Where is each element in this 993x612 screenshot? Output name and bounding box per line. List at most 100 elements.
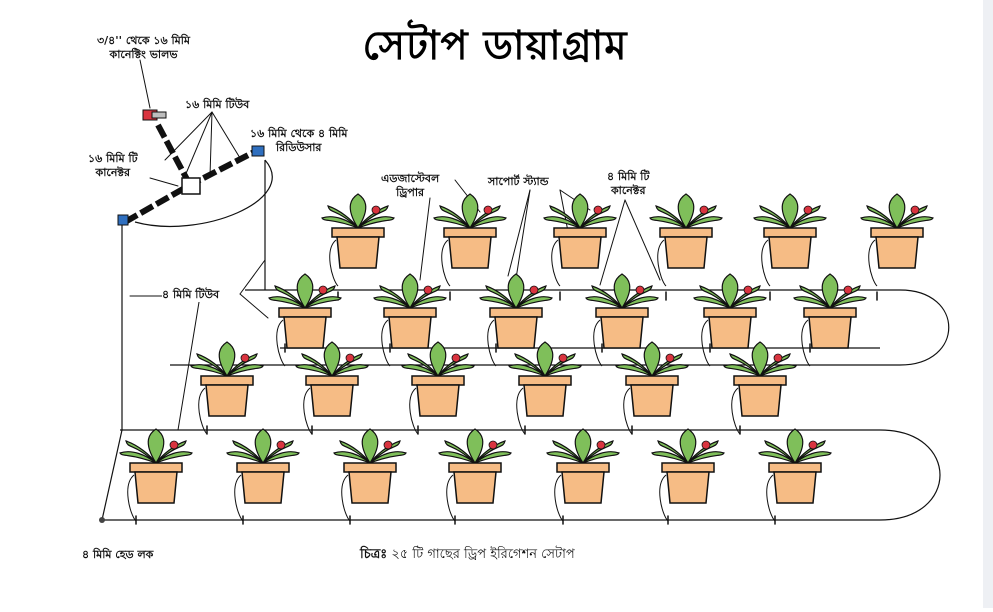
- dripper-label: এডজাস্টেবল ড্রিপার: [381, 172, 439, 200]
- dripper-tube: [276, 319, 286, 367]
- pot-rim: [518, 375, 572, 386]
- leader: [239, 293, 269, 319]
- leaf: [474, 451, 512, 464]
- pot-body: [416, 384, 460, 417]
- leaf: [190, 364, 228, 377]
- plant-pot-icon: [479, 273, 553, 367]
- leader: [149, 177, 179, 187]
- plant-pot-icon: [508, 341, 582, 435]
- dripper-icon: [345, 353, 355, 363]
- dripper-tube: [701, 319, 711, 367]
- leader: [177, 295, 201, 431]
- dripper-tube: [409, 387, 419, 435]
- dripper-stake: [517, 293, 535, 307]
- plant-pot-icon: [119, 428, 193, 522]
- leaf: [789, 216, 827, 229]
- pot-body: [600, 316, 644, 349]
- dripper-icon: [596, 440, 606, 450]
- tconnector4-label: ৪ মিমি টি কানেক্টর: [607, 170, 649, 198]
- dripper-icon: [910, 205, 920, 215]
- leaf: [429, 341, 447, 378]
- plant-pot-icon: [295, 341, 369, 435]
- leaf: [888, 193, 906, 230]
- leaf: [799, 285, 831, 309]
- leaf: [751, 341, 769, 378]
- pot-rim: [411, 375, 465, 386]
- leaf: [301, 353, 333, 377]
- dripper-icon: [276, 440, 286, 450]
- leaf: [437, 364, 475, 377]
- dripper-icon: [843, 285, 853, 295]
- dripper-icon: [423, 285, 433, 295]
- leaf: [262, 451, 300, 464]
- tconnector16-label-line2: কানেক্টর: [95, 166, 131, 179]
- dripper-tube: [761, 239, 771, 287]
- valve-label-line1: ৩/৪'' থেকে ১৬ মিমি: [97, 34, 191, 47]
- leaf: [621, 353, 653, 377]
- tube-network: [101, 160, 950, 525]
- dripper-icon: [558, 353, 568, 363]
- leader: [184, 111, 213, 177]
- leaf: [721, 273, 739, 310]
- dripper-icon: [803, 205, 813, 215]
- pot-rim: [763, 227, 817, 238]
- pot-body: [738, 384, 782, 417]
- leaf: [147, 428, 165, 465]
- dripper-stake: [333, 361, 351, 375]
- leaf: [461, 193, 479, 230]
- leaf: [651, 364, 689, 377]
- leaf: [119, 451, 157, 464]
- dripper-icon: [773, 353, 783, 363]
- pot-body: [448, 236, 492, 269]
- leaf: [651, 451, 689, 464]
- dripper-tube: [801, 319, 811, 367]
- dripper-icon: [701, 440, 711, 450]
- leaf: [296, 273, 314, 310]
- tube16-label: ১৬ মিমি টিউব: [185, 98, 250, 111]
- leaf: [591, 285, 623, 309]
- dripper-icon: [240, 353, 250, 363]
- leaf: [582, 451, 620, 464]
- leader: [139, 59, 151, 109]
- leaf: [793, 296, 831, 309]
- leaf: [401, 364, 439, 377]
- reducer-icon: [117, 214, 129, 226]
- plant-pot-icon: [753, 193, 827, 287]
- pot-body: [388, 316, 432, 349]
- leaf: [304, 296, 342, 309]
- leader: [164, 111, 213, 161]
- leader: [211, 111, 241, 159]
- dripper-tube: [659, 474, 669, 522]
- dripper-icon: [743, 285, 753, 295]
- plant-pot-icon: [543, 193, 617, 287]
- plant-pot-icon: [758, 428, 832, 522]
- leaf: [409, 296, 447, 309]
- leaf: [860, 216, 898, 229]
- dripper-label-line1: এডজাস্টেবল: [381, 172, 440, 185]
- dripper-icon: [665, 353, 675, 363]
- dripper-tube: [766, 474, 776, 522]
- tube16-vertical: [155, 123, 193, 187]
- pot-rim: [661, 462, 715, 473]
- leaf: [327, 205, 359, 229]
- valve-label-line2: কানেক্টিং ভালভ: [109, 48, 178, 61]
- pot-body: [241, 471, 285, 504]
- leaf: [679, 428, 697, 465]
- leaf: [687, 451, 725, 464]
- plant-pot-icon: [693, 273, 767, 367]
- dripper-tube: [551, 239, 561, 287]
- dripper-stake: [687, 213, 705, 227]
- pot-rim: [305, 375, 359, 386]
- plant-pot-icon: [793, 273, 867, 367]
- reducer-label-line1: ১৬ মিমি থেকে ৪ মিমি: [250, 127, 348, 140]
- dripper-stake: [228, 361, 246, 375]
- leaf: [621, 296, 659, 309]
- pot-body: [453, 471, 497, 504]
- leaf: [729, 296, 767, 309]
- leaf: [657, 440, 689, 464]
- leaf: [677, 193, 695, 230]
- leaf: [438, 451, 476, 464]
- dripper-tube: [329, 239, 339, 287]
- dripper-stake: [306, 293, 324, 307]
- leaf: [649, 216, 687, 229]
